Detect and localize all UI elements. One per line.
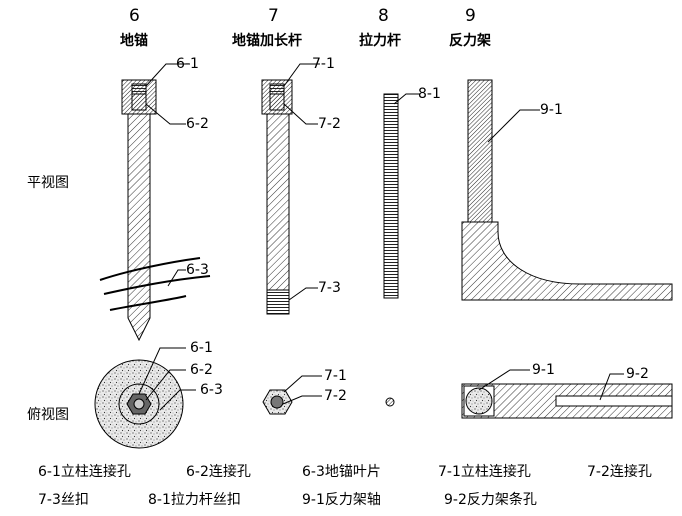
leader-7-3 [288,287,318,301]
leader-9-1 [487,109,540,143]
anchor-blade-1 [99,257,201,281]
callout-6-2-top: 6-2 [190,362,213,378]
leader-7-2 [283,103,318,125]
anchor-blade-2 [103,275,211,295]
callout-7-1-top: 7-1 [324,368,347,384]
column-8-number: 8 [378,6,390,26]
extension-shaft [266,113,290,291]
tension-rod [383,93,399,299]
leader-6-3-top [159,389,196,411]
anchor-plan-view [99,63,211,342]
callout-7-2-top: 7-2 [324,388,347,404]
leader-7-1-top [283,375,322,393]
extension-hole [270,395,284,409]
extension-rod-plan-view [261,63,320,315]
top-view-label: 俯视图 [27,407,69,423]
legend-6-1: 6-1立柱连接孔 [38,464,131,480]
anchor-head-hole [131,83,147,95]
reaction-frame-slot [555,395,673,407]
column-9-number: 9 [465,6,477,26]
callout-6-2: 6-2 [186,116,209,132]
reaction-frame-body [461,221,673,301]
callout-6-1: 6-1 [176,56,199,72]
callout-6-1-top: 6-1 [190,340,213,356]
callout-7-1: 7-1 [312,56,335,72]
column-6-number: 6 [129,6,141,26]
callout-6-3: 6-3 [186,262,209,278]
callout-9-1: 9-1 [540,102,563,118]
callout-9-1-top: 9-1 [532,362,555,378]
extension-head-hole [269,83,285,95]
callout-9-2-top: 9-2 [626,366,649,382]
leader-9-1-top [478,369,530,391]
extension-top-view [262,375,322,415]
extension-thread [266,289,290,315]
leader-9-2-top [599,373,624,401]
legend-6-3: 6-3地锚叶片 [302,464,381,480]
legend-9-2: 9-2反力架条孔 [444,492,537,508]
extension-connect-hole [269,93,285,111]
leader-6-2-top [145,369,186,401]
leader-6-3 [167,269,186,287]
leader-6-1-top [138,347,186,395]
reaction-frame-top-axis-disc [465,387,493,415]
leader-8-1 [393,93,420,105]
callout-6-3-top: 6-3 [200,382,223,398]
callout-7-2: 7-2 [318,116,341,132]
reaction-frame-plan-view [461,79,673,301]
column-7-name: 地锚加长杆 [232,33,302,49]
tension-rod-top-view [385,397,395,407]
legend-7-2: 7-2连接孔 [587,464,652,480]
callout-7-3: 7-3 [318,280,341,296]
anchor-connect-hole [131,93,147,111]
column-8-name: 拉力杆 [359,33,401,49]
tension-rod-plan-view [383,93,420,299]
reaction-frame-top-view [461,369,673,419]
column-9-name: 反力架 [449,33,491,49]
tension-rod-section [385,397,395,407]
anchor-shaft [127,113,151,342]
legend-7-1: 7-1立柱连接孔 [438,464,531,480]
legend-8-1: 8-1拉力杆丝扣 [148,492,241,508]
legend-6-2: 6-2连接孔 [186,464,251,480]
reaction-frame-axis [467,79,493,223]
callout-8-1: 8-1 [418,86,441,102]
leader-7-2-top [282,395,322,405]
column-7-number: 7 [268,6,280,26]
anchor-blade-3 [109,295,187,311]
plan-view-label: 平视图 [27,175,69,191]
anchor-top-view [94,347,196,449]
leader-7-1 [283,63,320,87]
anchor-center-hole [133,398,145,410]
column-6-name: 地锚 [120,33,148,49]
leader-6-2 [145,103,186,125]
legend-9-1: 9-1反力架轴 [302,492,381,508]
legend-7-3: 7-3丝扣 [38,492,89,508]
leader-6-1 [145,63,190,87]
